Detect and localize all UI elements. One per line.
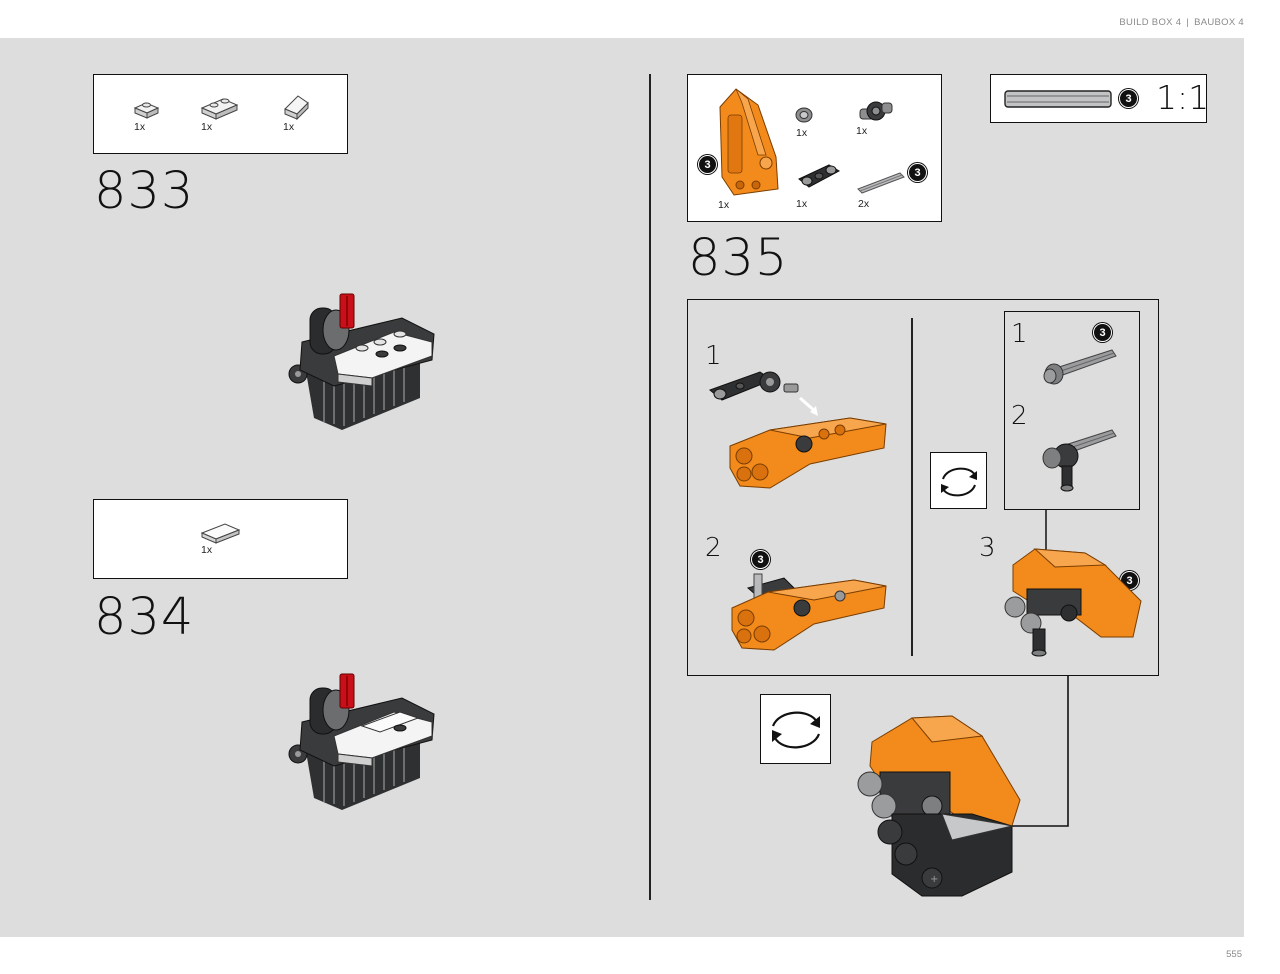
model-assembly-834-illustration xyxy=(288,673,435,810)
quantity-badge: 3 xyxy=(698,155,717,174)
scale-reference-box: 3 1:1 xyxy=(990,74,1210,123)
quantity-badge: 3 xyxy=(1119,89,1138,108)
part-bush-icon xyxy=(795,107,813,123)
quantity-badge: 3 xyxy=(1093,323,1112,342)
part-quantity: 1x xyxy=(718,199,730,211)
part-slope-icon xyxy=(284,95,309,121)
part-quantity: 1x xyxy=(856,125,868,137)
axle-scale-icon xyxy=(1004,90,1112,108)
substep-2-illustration xyxy=(731,573,887,651)
step-834-parts-box: 1x xyxy=(93,499,348,579)
part-orange-panel-icon xyxy=(719,88,779,196)
step-833-parts-box: 1x 1x 1x xyxy=(93,74,348,154)
part-tile-1x2-icon xyxy=(200,523,241,544)
inset-step-1-illustration xyxy=(1043,349,1117,385)
scale-label: 1:1 xyxy=(1156,78,1210,117)
sub-assembly-divider xyxy=(911,318,913,656)
substep-number: 2 xyxy=(705,533,722,563)
substep-3-illustration xyxy=(1004,510,1142,657)
part-quantity: 2x xyxy=(858,198,870,210)
rotate-model-icon xyxy=(771,711,821,749)
substep-number: 1 xyxy=(1011,319,1028,349)
sub-assembly-frame xyxy=(687,299,1159,676)
header-baubox: BAUBOX 4 xyxy=(1194,17,1244,28)
substep-number: 3 xyxy=(979,533,996,563)
instruction-panel xyxy=(0,38,1244,937)
model-assembly-835-illustration: + xyxy=(857,715,1021,897)
step-number: 833 xyxy=(94,162,195,221)
part-quantity: 1x xyxy=(201,121,213,133)
page-number: 555 xyxy=(1226,949,1242,960)
quantity-badge: 3 xyxy=(908,163,927,182)
part-beam-icon xyxy=(798,164,841,188)
quantity-badge: 3 xyxy=(751,550,770,569)
page-header: BUILD BOX 4 | BAUBOX 4 xyxy=(1119,17,1244,28)
header-separator: | xyxy=(1186,17,1190,28)
svg-text:+: + xyxy=(930,874,938,885)
part-quantity: 1x xyxy=(796,127,808,139)
step-835-parts-box: 3 1x 1x 1x 1x 3 2x xyxy=(687,74,942,222)
substep-1-illustration xyxy=(709,371,887,489)
part-axle-icon xyxy=(857,172,905,194)
sub-assembly-inset xyxy=(1004,311,1140,510)
page-divider xyxy=(649,74,651,900)
step-number: 835 xyxy=(688,229,789,288)
rotate-callout-small xyxy=(930,452,987,509)
part-quantity: 1x xyxy=(201,544,213,556)
header-build-box: BUILD BOX 4 xyxy=(1119,17,1182,28)
inset-step-2-illustration xyxy=(1042,429,1117,492)
step-number: 834 xyxy=(94,588,195,647)
part-quantity: 1x xyxy=(134,121,146,133)
substep-number: 2 xyxy=(1011,401,1028,431)
part-quantity: 1x xyxy=(283,121,295,133)
part-connector-icon xyxy=(859,101,893,121)
model-assembly-833-illustration xyxy=(288,293,435,430)
part-quantity: 1x xyxy=(796,198,808,210)
part-plate-1x1-icon xyxy=(133,102,160,119)
substep-number: 1 xyxy=(705,341,722,371)
part-plate-1x2-icon xyxy=(200,98,239,120)
rotate-callout-large xyxy=(760,694,831,764)
rotate-model-icon xyxy=(941,467,977,497)
